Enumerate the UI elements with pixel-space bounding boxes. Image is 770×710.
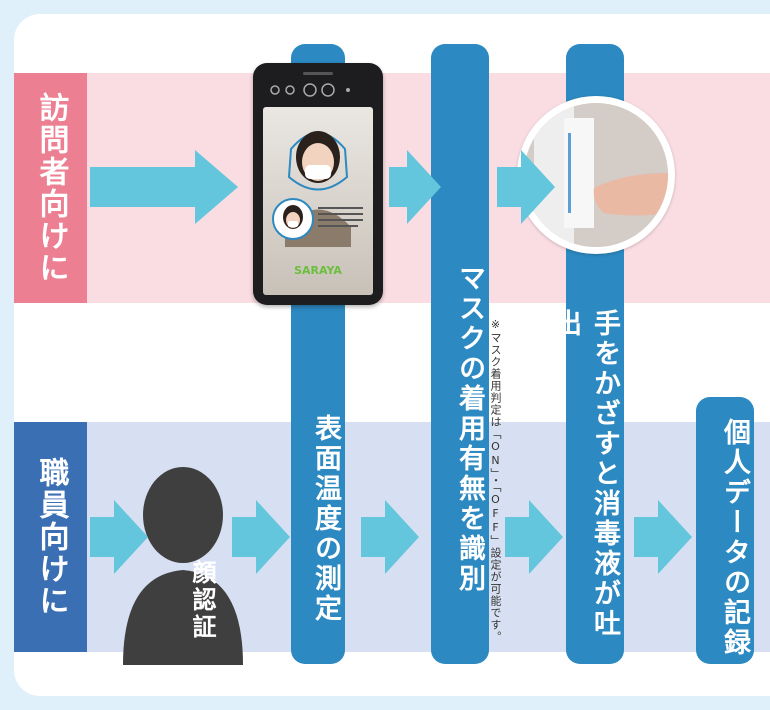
device-camera-icon <box>270 72 350 97</box>
visitor-label: 訪問者向けに <box>14 73 87 303</box>
face-auth-label: 顔認証 <box>188 560 216 641</box>
device-screen: SARAYA <box>263 107 373 295</box>
arrow-right-icon <box>497 150 555 224</box>
arrow-right-icon <box>90 150 238 224</box>
arrow-right-icon <box>232 500 290 574</box>
arrow-right-icon <box>634 500 692 574</box>
person-face-illustration <box>272 131 363 247</box>
thermal-device-image: SARAYA <box>253 63 383 305</box>
arrow-right-icon <box>505 500 563 574</box>
staff-label: 職員向けに <box>14 422 87 652</box>
step-record-label: 個人データの記録 <box>719 417 750 658</box>
step-mask-column: マスクの着用有無を識別 <box>431 44 489 664</box>
arrow-right-icon <box>361 500 419 574</box>
step-temperature-label: 表面温度の測定 <box>310 414 341 624</box>
person-silhouette-icon <box>123 467 243 665</box>
mask-setting-note: ※マスク着用判定は「ON」・「OFF」設定が可能です。 <box>489 318 502 643</box>
arrow-right-icon <box>90 500 148 574</box>
arrow-right-icon <box>389 150 441 224</box>
step-mask-label: マスクの着用有無を識別 <box>454 264 485 594</box>
step-record-column: 個人データの記録 <box>696 397 754 664</box>
device-brand: SARAYA <box>294 264 342 277</box>
step-sanitizer-label: 手をかざすと消毒液が吐出 <box>550 309 620 639</box>
